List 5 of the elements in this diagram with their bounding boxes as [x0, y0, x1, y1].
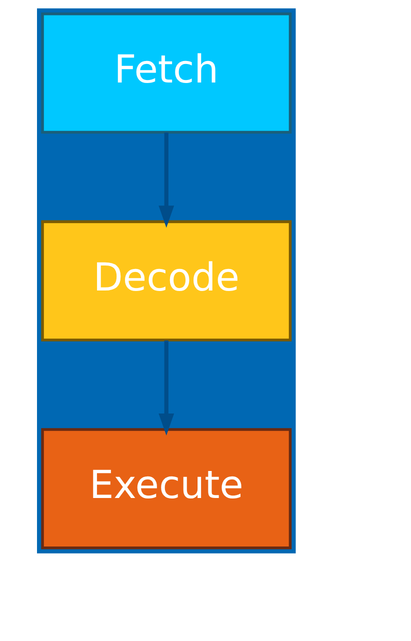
- node-box: Fetch: [40, 12, 292, 134]
- node-box: Decode: [40, 220, 292, 342]
- arrow: [158, 340, 174, 436]
- arrow: [158, 132, 174, 228]
- node-box: Execute: [40, 428, 292, 550]
